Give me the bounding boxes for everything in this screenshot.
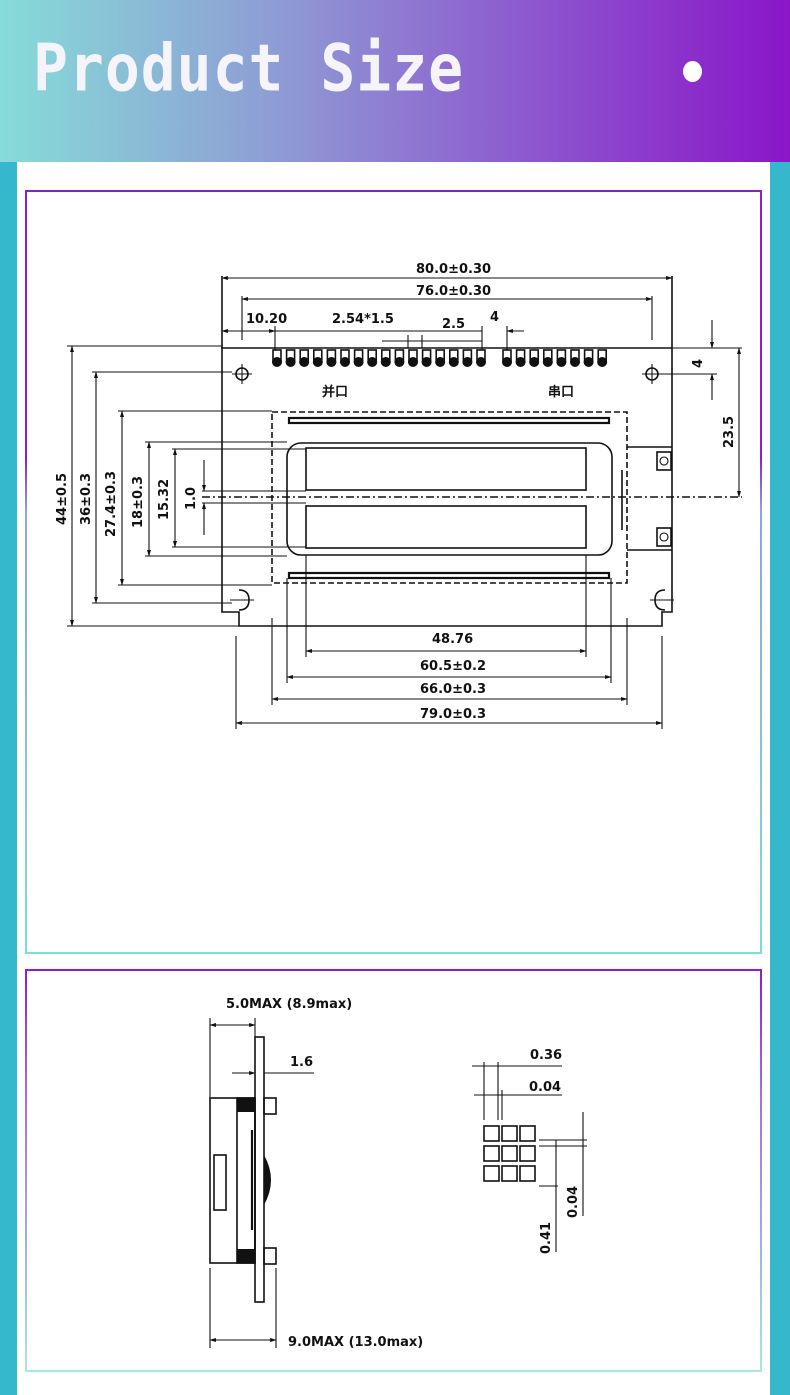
pin-pad [272, 357, 282, 367]
pin-pad [340, 357, 350, 367]
svg-text:15.32: 15.32 [157, 479, 172, 520]
pin-pad [380, 357, 391, 367]
dot-matrix-detail [483, 1125, 536, 1182]
dimension-thickness-bottom: 9.0MAX (13.0max) [209, 1268, 423, 1350]
parallel-pin-header [272, 349, 486, 367]
dimension-pin-offsets: 10.20 2.54*1.5 2.5 4 [221, 310, 524, 350]
dimension-bottom-width: 79.0±0.3 [235, 636, 663, 729]
dimension-bezel-width: 66.0±0.3 [271, 618, 628, 705]
dimension-view-area: 60.5±0.2 [286, 578, 612, 683]
dimension-pcb-thickness: 1.6 [232, 1055, 314, 1075]
pixel-dot [483, 1145, 500, 1162]
svg-text:2.54*1.5: 2.54*1.5 [332, 312, 394, 327]
pin-pad [556, 357, 567, 367]
pin-pad [408, 357, 418, 367]
pin-pad [515, 357, 526, 367]
svg-text:1.6: 1.6 [290, 1055, 313, 1070]
pin-pad [421, 357, 432, 367]
side-view-drawing: 5.0MAX (8.9max) 1.6 9.0MAX (13.0max) 0 [209, 997, 587, 1350]
pin-pad [448, 357, 459, 367]
dimension-row-gap: 1.0 [184, 460, 306, 535]
pin-pad [353, 357, 364, 367]
svg-text:9.0MAX (13.0max): 9.0MAX (13.0max) [288, 1335, 423, 1350]
pin-pad [542, 357, 553, 367]
svg-text:0.04: 0.04 [529, 1080, 561, 1095]
pixel-dot [501, 1125, 518, 1142]
serial-port-label: 串口 [548, 384, 574, 400]
pixel-dot [501, 1165, 518, 1182]
dimension-hole-offset: 4 [657, 320, 742, 400]
bullet-dot-icon [683, 61, 702, 82]
svg-text:2.5: 2.5 [442, 317, 465, 332]
svg-text:80.0±0.30: 80.0±0.30 [416, 262, 491, 277]
pin-pad [529, 357, 540, 367]
dimension-dot-gap-v: 0.04 [539, 1112, 587, 1218]
pin-pad [502, 357, 512, 367]
svg-text:4: 4 [490, 310, 499, 325]
svg-text:18±0.3: 18±0.3 [131, 476, 146, 528]
pin-pad [312, 357, 323, 367]
dimension-dot-pitch-v: 0.41 [539, 1140, 558, 1254]
svg-text:60.5±0.2: 60.5±0.2 [420, 659, 486, 674]
svg-text:79.0±0.3: 79.0±0.3 [420, 707, 486, 722]
pin-pad [394, 357, 405, 367]
dimension-hole-pitch: 76.0±0.30 [241, 284, 653, 301]
pixel-dot [483, 1165, 500, 1182]
svg-text:66.0±0.3: 66.0±0.3 [420, 682, 486, 697]
serial-pin-header [502, 349, 608, 367]
dimension-thickness-top: 5.0MAX (8.9max) [209, 997, 352, 1098]
side-view-panel: 5.0MAX (8.9max) 1.6 9.0MAX (13.0max) 0 [25, 969, 762, 1372]
lcd-bezel [202, 411, 742, 584]
pixel-dot [519, 1165, 536, 1182]
pixel-dot [483, 1125, 500, 1142]
dimension-view-height: 18±0.3 [131, 441, 287, 557]
page-title: Product Size [33, 30, 465, 107]
svg-text:1.0: 1.0 [184, 487, 199, 510]
pin-pad [299, 357, 310, 367]
pin-pad [462, 357, 473, 367]
svg-text:27.4±0.3: 27.4±0.3 [104, 471, 119, 537]
mounting-hole-icon [230, 589, 254, 611]
dimension-overall-height: 44±0.5 [55, 345, 239, 627]
parallel-port-label: 并口 [322, 384, 348, 400]
pin-pad [570, 357, 580, 367]
mounting-hole-icon [650, 589, 674, 611]
pin-pad [285, 357, 296, 367]
module-side-profile [209, 1036, 277, 1303]
dimension-center-offset: 23.5 [722, 347, 741, 498]
dimension-dot-gap-h: 0.04 [474, 1080, 562, 1096]
svg-text:5.0MAX (8.9max): 5.0MAX (8.9max) [226, 997, 352, 1012]
svg-text:0.41: 0.41 [539, 1222, 554, 1254]
pixel-dot [519, 1125, 536, 1142]
svg-text:48.76: 48.76 [432, 632, 473, 647]
dimension-hole-pitch-vertical: 36±0.3 [79, 371, 232, 604]
dimension-char-area: 48.76 [305, 555, 587, 657]
svg-text:36±0.3: 36±0.3 [79, 473, 94, 525]
pin-pad [476, 357, 486, 367]
header-banner: Product Size [0, 0, 790, 162]
pin-pad [367, 357, 378, 367]
pin-pad [435, 357, 446, 367]
dimension-char-height: 15.32 [157, 448, 306, 548]
svg-text:10.20: 10.20 [246, 312, 287, 327]
dimension-dot-pitch-h: 0.36 [472, 1048, 562, 1120]
svg-text:0.36: 0.36 [530, 1048, 562, 1063]
pixel-dot [501, 1145, 518, 1162]
front-view-panel: 并口 串口 80.0±0.3 [25, 190, 762, 954]
pixel-dot [519, 1145, 536, 1162]
svg-text:23.5: 23.5 [722, 416, 737, 448]
pin-pad [326, 357, 337, 367]
svg-text:76.0±0.30: 76.0±0.30 [416, 284, 491, 299]
dimension-overall-width: 80.0±0.30 [221, 262, 673, 280]
pin-pad [583, 357, 594, 367]
svg-text:44±0.5: 44±0.5 [55, 473, 70, 525]
front-view-drawing: 并口 串口 80.0±0.3 [55, 262, 742, 729]
svg-text:4: 4 [691, 359, 706, 368]
dimension-bezel-height: 27.4±0.3 [104, 410, 272, 586]
pin-pad [597, 357, 608, 367]
svg-text:0.04: 0.04 [566, 1186, 581, 1218]
mounting-hole-icon [232, 364, 252, 384]
